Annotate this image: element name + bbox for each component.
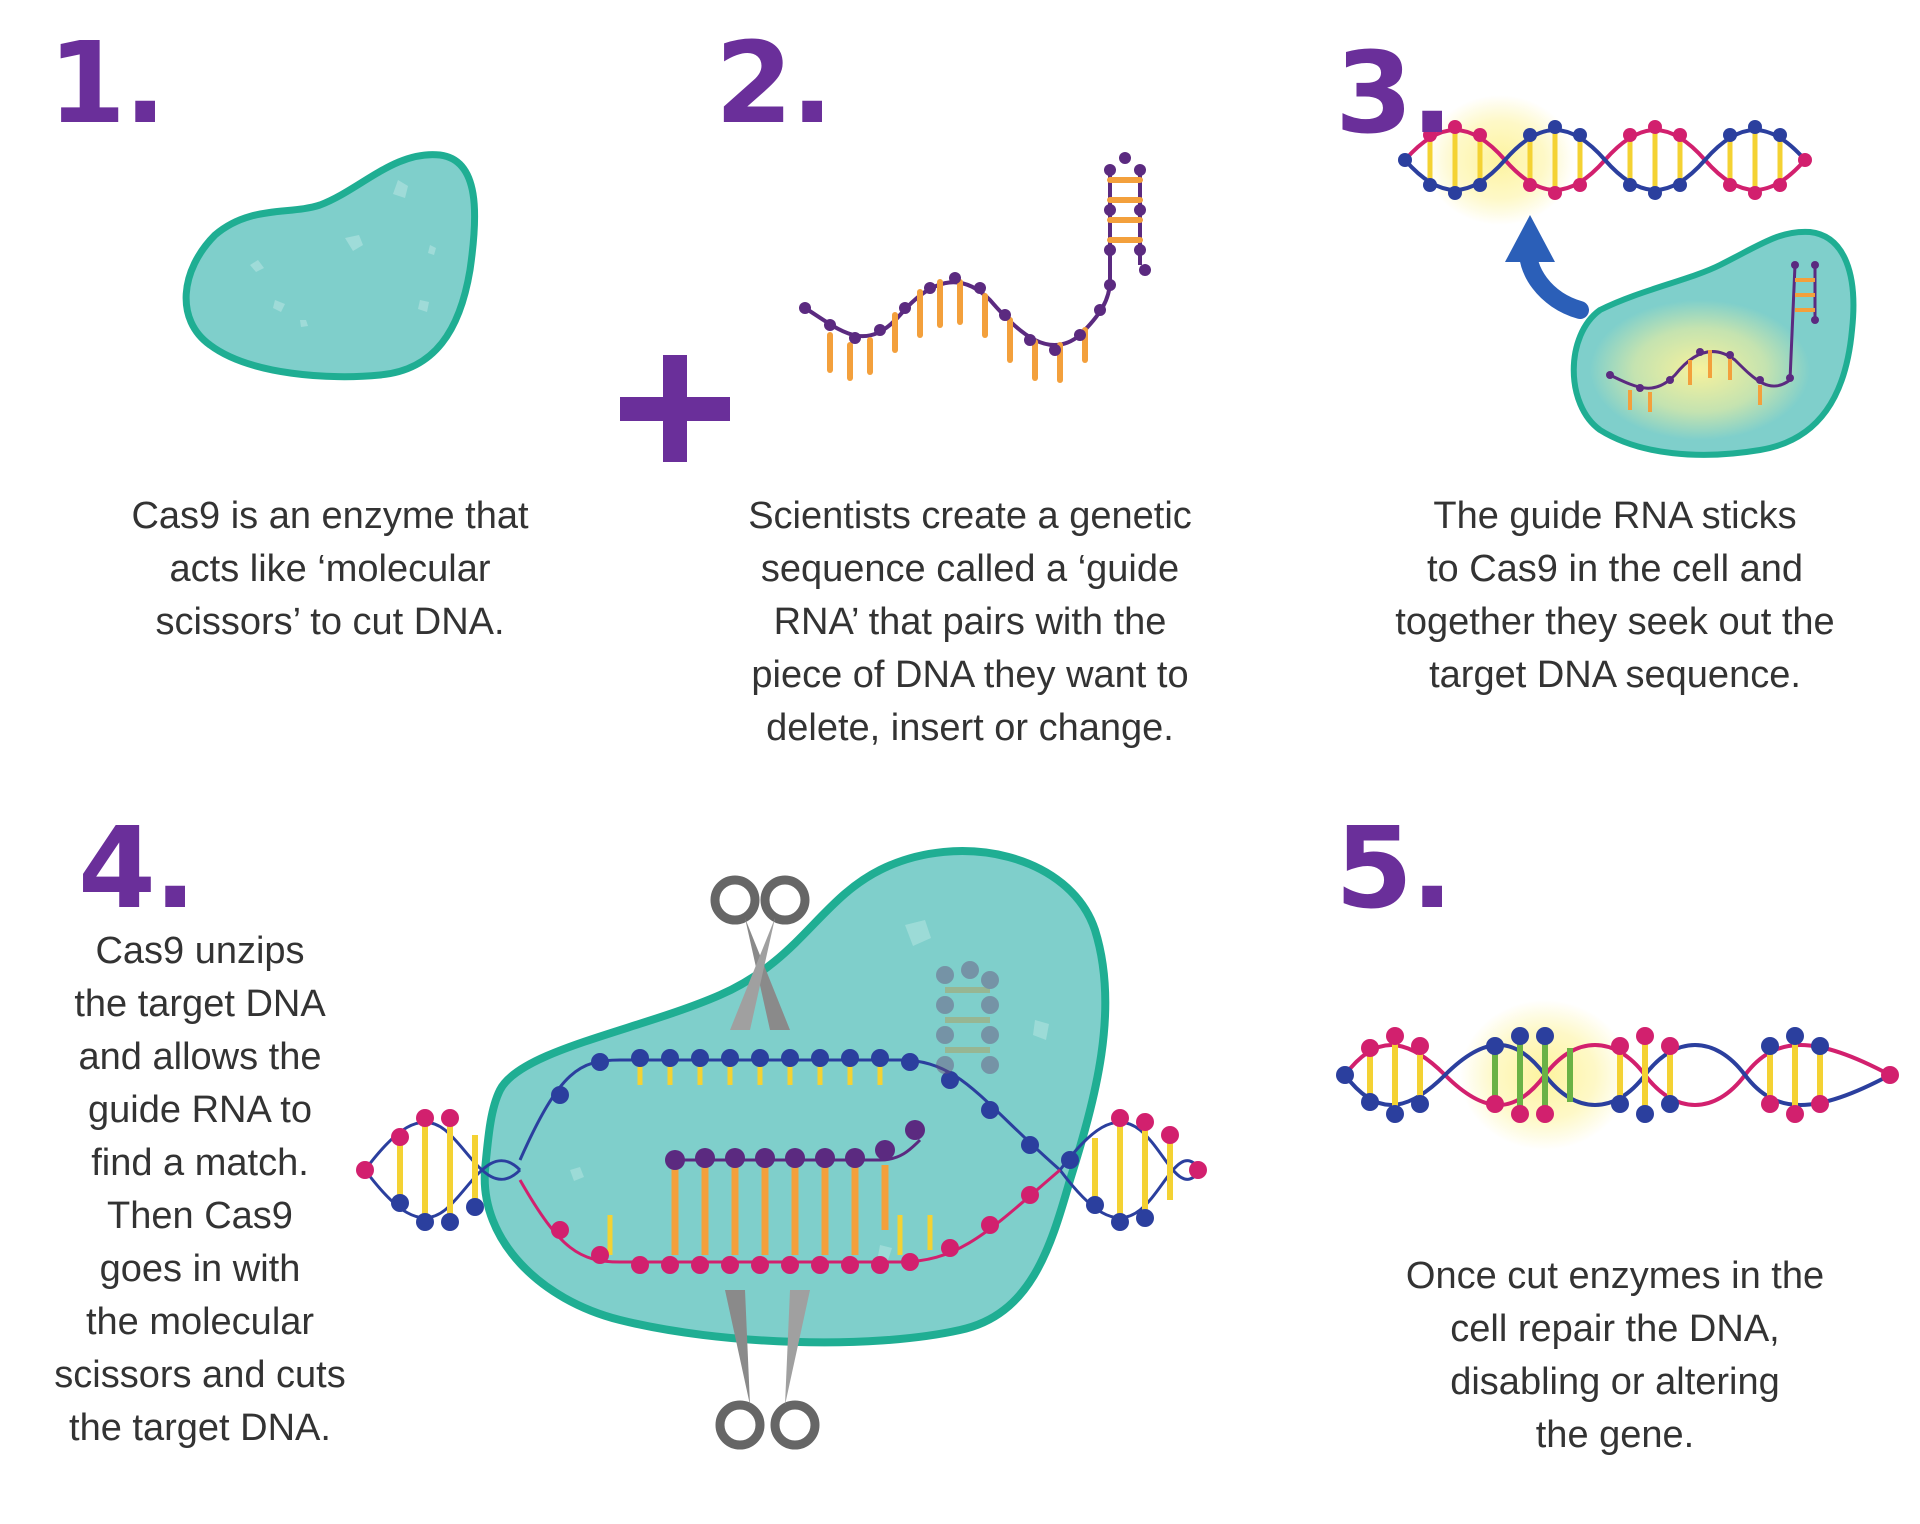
- caption-line: the molecular: [85, 1301, 315, 1343]
- curved-arrow-icon: [1505, 215, 1589, 319]
- scissors-icon: [710, 875, 810, 1030]
- cas9-cutting-icon: [356, 847, 1207, 1347]
- caption-line: Scientists create a genetic: [748, 495, 1192, 537]
- step-1-caption: Cas9 is an enzyme that acts like ‘molecu…: [80, 490, 580, 649]
- caption-line: disabling or altering: [1450, 1361, 1780, 1403]
- caption-line: piece of DNA they want to: [751, 654, 1189, 696]
- caption-line: to Cas9 in the cell and: [1426, 548, 1803, 590]
- plus-icon: [620, 355, 730, 462]
- caption-line: find a match.: [91, 1142, 309, 1184]
- caption-line: cell repair the DNA,: [1450, 1308, 1780, 1350]
- caption-line: scissors’ to cut DNA.: [155, 601, 505, 643]
- cas9-enzyme-icon: [182, 151, 479, 381]
- caption-line: the gene.: [1535, 1414, 1695, 1456]
- step-5-caption: Once cut enzymes in the cell repair the …: [1360, 1250, 1870, 1462]
- step-3-caption: The guide RNA sticks to Cas9 in the cell…: [1340, 490, 1890, 702]
- caption-line: Cas9 is an enzyme that: [131, 495, 529, 537]
- step-4-number: 4.: [78, 804, 196, 934]
- caption-line: RNA’ that pairs with the: [773, 601, 1167, 643]
- caption-line: the target DNA: [74, 983, 326, 1025]
- caption-line: the target DNA.: [69, 1407, 331, 1449]
- caption-line: scissors and cuts: [54, 1354, 346, 1396]
- caption-line: Then Cas9: [107, 1195, 293, 1237]
- step-3-number: 3.: [1335, 29, 1453, 159]
- guide-rna-icon: [799, 152, 1151, 383]
- caption-line: and allows the: [78, 1036, 322, 1078]
- step-1-number: 1.: [48, 19, 166, 149]
- step-2-caption: Scientists create a genetic sequence cal…: [700, 490, 1240, 755]
- target-dna-icon: [1398, 95, 1812, 225]
- caption-line: guide RNA to: [88, 1089, 312, 1131]
- cas9-rna-complex-icon: [1570, 228, 1857, 458]
- caption-line: Cas9 unzips: [95, 930, 305, 972]
- caption-line: The guide RNA sticks: [1433, 495, 1797, 537]
- caption-line: sequence called a ‘guide: [760, 548, 1180, 590]
- caption-line: Once cut enzymes in the: [1405, 1255, 1825, 1297]
- step-4-caption: Cas9 unzips the target DNA and allows th…: [20, 925, 380, 1455]
- caption-line: together they seek out the: [1395, 601, 1835, 643]
- step-5-number: 5.: [1335, 804, 1453, 934]
- caption-line: acts like ‘molecular: [169, 548, 491, 590]
- caption-line: goes in with: [99, 1248, 301, 1290]
- step-2-number: 2.: [715, 19, 833, 149]
- scissors-icon-bottom: [715, 1290, 820, 1450]
- caption-line: delete, insert or change.: [766, 707, 1174, 749]
- caption-line: target DNA sequence.: [1429, 654, 1801, 696]
- repaired-dna-icon: [1336, 1000, 1899, 1150]
